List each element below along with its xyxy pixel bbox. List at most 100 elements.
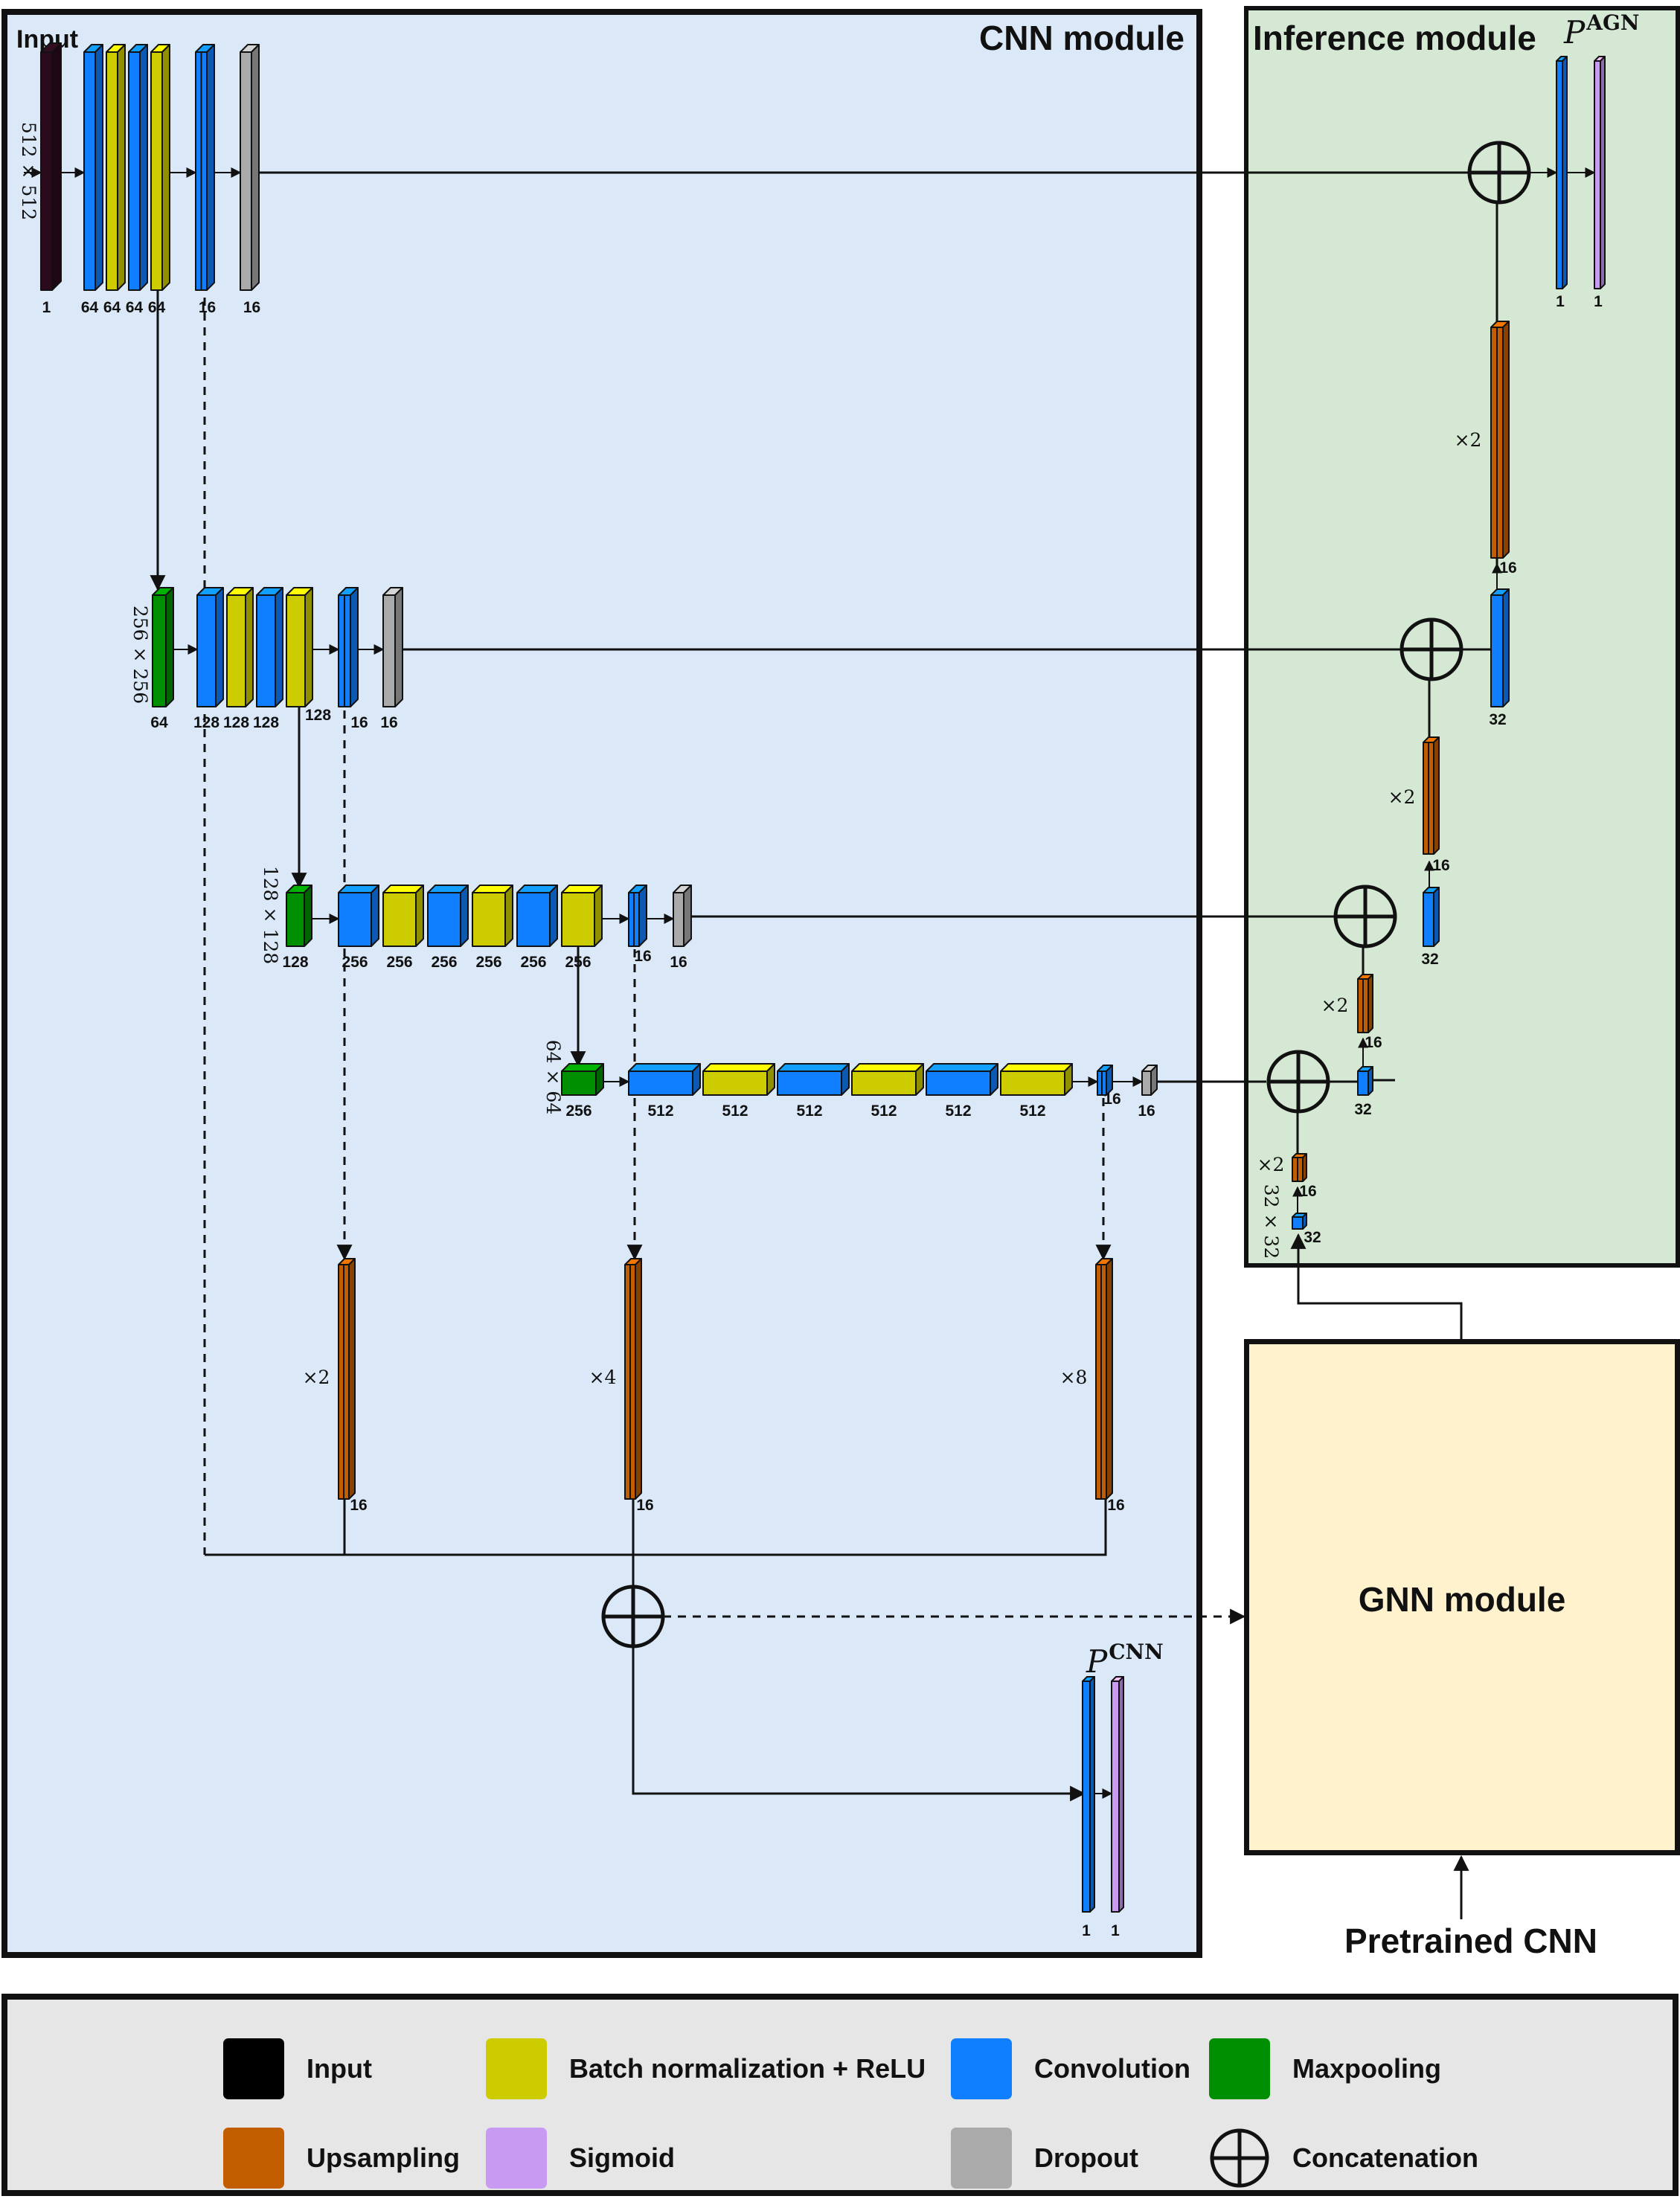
inf-upsample-factor: ×2 <box>1321 995 1349 1016</box>
inference-module-title: Inference module <box>1253 19 1536 57</box>
cnn-upsample-factor: ×8 <box>1060 1367 1088 1388</box>
legend-swatch-convolution <box>951 2038 1012 2099</box>
row2-channel-label: 128 <box>253 714 279 731</box>
row1-block-4 <box>150 44 170 291</box>
row3-block-3 <box>427 885 469 947</box>
row3-block-2 <box>382 885 424 947</box>
inf-upsample-b <box>1423 736 1440 855</box>
legend-swatch-concatenation <box>1209 2128 1270 2189</box>
inf-output-conv <box>1556 56 1568 289</box>
row2-block-3 <box>256 587 283 707</box>
res-256-label: 256 × 256 <box>129 606 151 704</box>
cnn-upsample-factor: ×4 <box>589 1367 617 1388</box>
legend-label: Dropout <box>1034 2142 1138 2173</box>
legend-swatch-input <box>223 2038 284 2099</box>
row2-channel-label: 16 <box>380 714 397 731</box>
cnn-output-channel: 1 <box>1111 1922 1120 1939</box>
row4-block-7 <box>1097 1065 1113 1096</box>
legend-item-dropout: Dropout <box>951 2128 1138 2189</box>
inf-upsample-d <box>1292 1153 1307 1182</box>
legend-item-upsampling: Upsampling <box>223 2128 460 2189</box>
legend-label: Concatenation <box>1292 2142 1479 2173</box>
row4-block-1 <box>628 1063 701 1096</box>
layer-blocks <box>40 42 1606 1913</box>
cnn-concatenation-node <box>601 1585 665 1649</box>
row1-block-6 <box>240 44 260 291</box>
row3-block-6 <box>561 885 603 947</box>
row4-block-6 <box>1000 1063 1073 1096</box>
row3-channel-label: 16 <box>634 948 651 965</box>
row3-block-0 <box>286 885 312 947</box>
cnn-upsample-channel: 16 <box>1107 1497 1124 1514</box>
row4-channel-label: 16 <box>1138 1102 1155 1120</box>
row4-block-4 <box>851 1063 924 1096</box>
row3-block-7 <box>628 885 647 947</box>
row1-block-2 <box>106 44 126 291</box>
cnn-output-conv <box>1082 1676 1095 1913</box>
legend-item-concatenation: Concatenation <box>1209 2128 1478 2189</box>
res-512-label: 512 × 512 <box>18 122 39 220</box>
inf-channel-label: 16 <box>1499 559 1516 577</box>
inf-channel-label: 32 <box>1489 711 1506 728</box>
cnn-upsample-2 <box>1095 1258 1113 1500</box>
row2-channel-label: 128 <box>305 707 331 724</box>
row4-channel-label: 16 <box>1103 1091 1120 1108</box>
legend-item-convolution: Convolution <box>951 2038 1190 2099</box>
row3-channel-label: 256 <box>520 954 546 971</box>
row2-block-1 <box>196 587 224 707</box>
legend-label: Batch normalization + ReLU <box>569 2053 926 2084</box>
inf-output-channel: 1 <box>1556 293 1565 310</box>
row1-block-1 <box>83 44 103 291</box>
cnn-module-title: CNN module <box>979 19 1184 57</box>
row4-block-8 <box>1141 1065 1158 1096</box>
legend-panel: Input Batch normalization + ReLU Convoluti… <box>1 1994 1679 2196</box>
row3-channel-label: 16 <box>670 954 687 971</box>
row1-channel-label: 64 <box>81 299 99 316</box>
row3-channel-label: 256 <box>475 954 501 971</box>
row4-channel-label: 512 <box>945 1102 971 1120</box>
inf-concat-3 <box>1333 885 1397 948</box>
row4-block-5 <box>926 1063 998 1096</box>
row3-block-5 <box>516 885 558 947</box>
row1-channel-label: 64 <box>148 299 166 316</box>
cnn-output-channel: 1 <box>1082 1922 1091 1939</box>
row4-channel-label: 512 <box>1019 1102 1045 1120</box>
legend-swatch-bn_relu <box>486 2038 547 2099</box>
inf-conv-32-d <box>1292 1213 1307 1230</box>
connection-lines <box>24 167 1596 1919</box>
inf-output-sigmoid <box>1594 56 1606 289</box>
row4-channel-label: 512 <box>647 1102 673 1120</box>
inf-output-channel: 1 <box>1594 293 1603 310</box>
inf-concat-4 <box>1266 1050 1330 1114</box>
p-agn-label: PAGN <box>1563 10 1640 51</box>
row3-channel-label: 256 <box>565 954 591 971</box>
legend-swatch-upsampling <box>223 2128 284 2189</box>
row3-block-4 <box>472 885 513 947</box>
inf-channel-label: 32 <box>1421 951 1438 968</box>
row1-channel-label: 16 <box>199 299 216 316</box>
pretrained-cnn-label: Pretrained CNN <box>1344 1922 1597 1960</box>
inf-conv-32-b <box>1423 887 1440 947</box>
row4-channel-label: 512 <box>722 1102 748 1120</box>
merge-line <box>205 1499 1107 1556</box>
p-cnn-label: PCNN <box>1086 1640 1164 1680</box>
cnn-output-sigmoid <box>1111 1676 1124 1913</box>
row4-channel-label: 512 <box>796 1102 822 1120</box>
row2-channel-label: 128 <box>223 714 249 731</box>
gnn-module-title: GNN module <box>1358 1580 1566 1619</box>
row4-block-3 <box>777 1063 850 1096</box>
legend-item-bn_relu: Batch normalization + ReLU <box>486 2038 926 2099</box>
cnn-upsample-channel: 16 <box>350 1497 367 1514</box>
legend-item-input: Input <box>223 2038 372 2099</box>
cnn-upsample-channel: 16 <box>636 1497 653 1514</box>
row4-block-0 <box>561 1063 604 1096</box>
inf-conv-32-a <box>1490 588 1510 707</box>
row2-block-0 <box>152 587 174 707</box>
row1-block-3 <box>128 44 148 291</box>
legend-label: Sigmoid <box>569 2142 675 2173</box>
row3-block-1 <box>338 885 379 947</box>
inf-concat-1 <box>1467 141 1531 205</box>
inf-conv-32-c <box>1357 1066 1373 1096</box>
